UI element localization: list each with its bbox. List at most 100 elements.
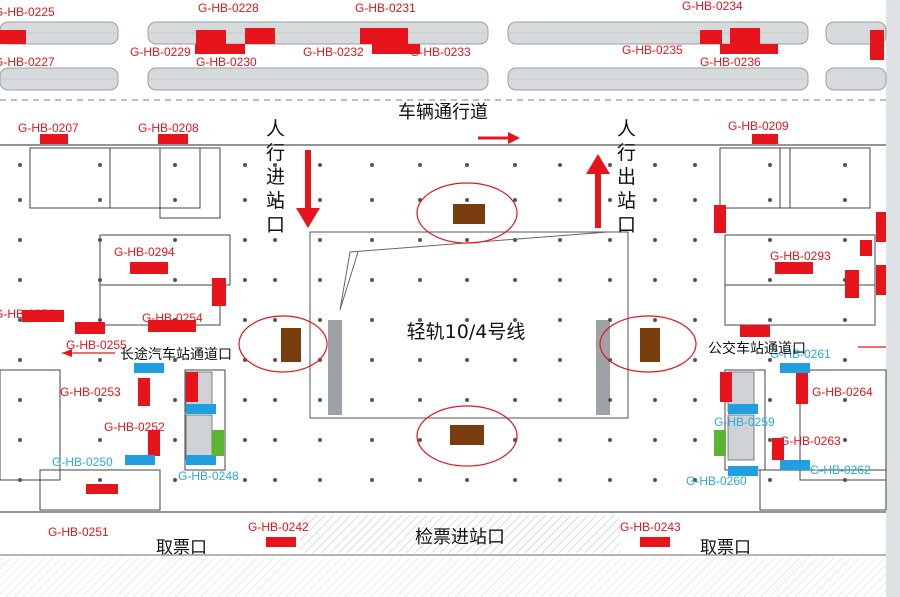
grid-dot: [98, 398, 102, 402]
grid-dot: [18, 358, 22, 362]
grid-dot: [173, 198, 177, 202]
line-title: 轻轨10/4号线: [407, 321, 526, 343]
code-label: G-HB-0263: [780, 434, 841, 448]
grid-dot: [418, 278, 422, 282]
grid-dot: [273, 478, 277, 482]
grid-dot: [768, 438, 772, 442]
grid-dot: [418, 438, 422, 442]
grid-dot: [465, 238, 469, 242]
grid-dot: [768, 318, 772, 322]
grid-dot: [18, 163, 22, 167]
grid-dot: [608, 238, 612, 242]
grid-dot: [693, 438, 697, 442]
grid-dot: [243, 238, 247, 242]
direction-arrows: [62, 132, 886, 357]
grid-dot: [465, 198, 469, 202]
green-markers: [212, 430, 726, 456]
vertical-char: 口: [617, 214, 636, 236]
grid-dot: [318, 278, 322, 282]
grid-dot: [653, 163, 657, 167]
vehicle-lane-label: 车辆通行道: [398, 102, 488, 123]
code-label: G-HB-0254: [142, 311, 203, 325]
grid-dot: [843, 318, 847, 322]
grid-dot: [558, 163, 562, 167]
vertical-char: 出: [617, 166, 636, 188]
grid-dot: [513, 238, 517, 242]
grid-dot: [318, 198, 322, 202]
grid-dot: [370, 438, 374, 442]
ticket-right-label: 取票口: [700, 538, 751, 558]
grid-dot: [608, 318, 612, 322]
vertical-char: 口: [266, 214, 285, 236]
grid-dot: [173, 398, 177, 402]
grid-dot: [18, 478, 22, 482]
grid-dot: [18, 198, 22, 202]
grid-dot: [513, 278, 517, 282]
grid-dot: [318, 318, 322, 322]
grid-dot: [653, 278, 657, 282]
grid-dot: [418, 238, 422, 242]
code-label: G-HB-0248: [178, 469, 239, 483]
code-label: G-HB-0252: [104, 420, 165, 434]
coach-passage-label: 长途汽车站通道口: [120, 346, 232, 363]
grid-dot: [418, 318, 422, 322]
grid-dot: [98, 163, 102, 167]
column-grid: [18, 163, 847, 482]
grid-dot: [243, 163, 247, 167]
code-label: G-HB-0264: [812, 385, 873, 399]
grid-dot: [608, 438, 612, 442]
grid-dot: [465, 398, 469, 402]
code-label: G-HB-0293: [770, 249, 831, 263]
grid-dot: [318, 438, 322, 442]
grid-dot: [558, 238, 562, 242]
code-label: G-HB-0207: [18, 121, 79, 135]
grid-dot: [843, 398, 847, 402]
grid-dot: [653, 238, 657, 242]
grid-dot: [693, 358, 697, 362]
grid-dot: [843, 163, 847, 167]
grid-dot: [273, 278, 277, 282]
code-label: G-HB-0253: [60, 385, 121, 399]
grid-dot: [98, 478, 102, 482]
grid-dot: [243, 318, 247, 322]
grid-dot: [693, 478, 697, 482]
grid-dot: [653, 198, 657, 202]
grid-dot: [843, 478, 847, 482]
grid-dot: [693, 278, 697, 282]
code-label: G-HB-0242: [248, 520, 309, 534]
grid-dot: [318, 478, 322, 482]
grid-dot: [558, 278, 562, 282]
grid-dot: [768, 163, 772, 167]
grid-dot: [243, 398, 247, 402]
grid-dot: [558, 198, 562, 202]
grid-dot: [558, 478, 562, 482]
grid-dot: [693, 398, 697, 402]
grid-dot: [18, 438, 22, 442]
grid-dot: [418, 358, 422, 362]
vertical-char: 行: [617, 142, 636, 164]
escalators: [185, 371, 755, 461]
grid-dot: [843, 198, 847, 202]
right-border: [886, 0, 900, 597]
grid-dot: [18, 398, 22, 402]
grid-dot: [558, 398, 562, 402]
code-label: G-HB-0251: [48, 525, 109, 539]
code-label: G-HB-0225: [0, 5, 55, 19]
vertical-char: 站: [266, 190, 285, 212]
grid-dot: [768, 398, 772, 402]
grid-dot: [173, 278, 177, 282]
grid-dot: [693, 198, 697, 202]
grid-dot: [318, 163, 322, 167]
grid-dot: [768, 278, 772, 282]
grid-dot: [98, 238, 102, 242]
code-label: G-HB-0229: [130, 45, 191, 59]
grid-dot: [418, 478, 422, 482]
kiosks: [281, 204, 660, 445]
check-in-hatch: [300, 515, 620, 553]
grid-dot: [465, 358, 469, 362]
code-label: G-HB-0294: [114, 245, 175, 259]
grid-dot: [273, 318, 277, 322]
grid-dot: [173, 478, 177, 482]
code-label: G-HB-0260: [686, 474, 747, 488]
